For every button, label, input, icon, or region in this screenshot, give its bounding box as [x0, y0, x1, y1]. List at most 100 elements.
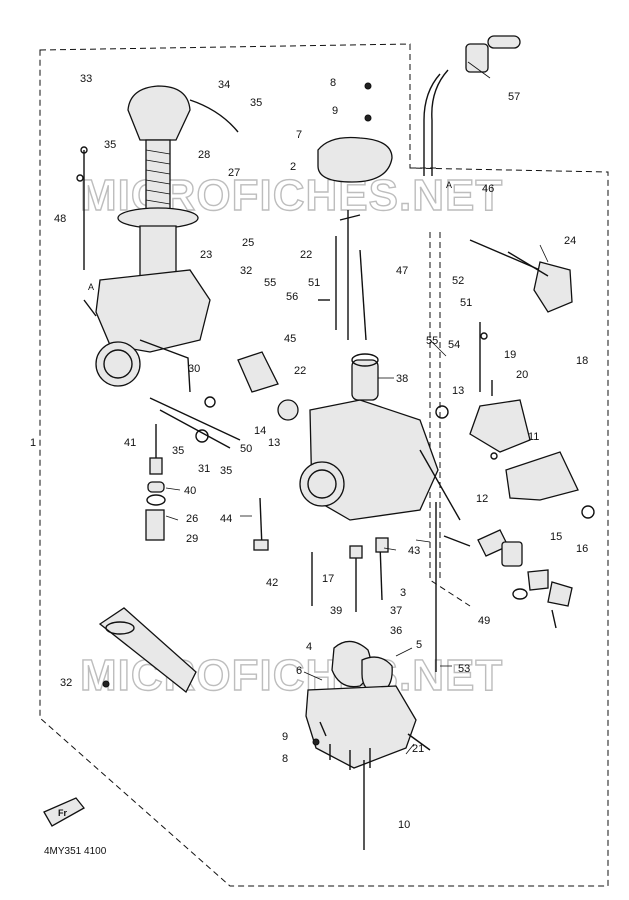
ref-letter-a-left: A	[88, 282, 94, 292]
callout-5: 5	[416, 639, 422, 651]
callout-8: 8	[330, 77, 336, 89]
diagram-code: 4MY351 4100	[44, 846, 107, 857]
callout-29: 29	[186, 533, 198, 545]
callout-19: 19	[504, 349, 516, 361]
callout-56: 56	[286, 291, 298, 303]
ref-letter-a-right: A	[446, 180, 452, 190]
callout-44: 44	[220, 513, 232, 525]
callout-7: 7	[296, 129, 302, 141]
callout-20: 20	[516, 369, 528, 381]
callout-51: 51	[460, 297, 472, 309]
frame-ref-1: 1	[30, 437, 36, 449]
carburetor-body-left	[83, 269, 211, 393]
callout-9: 9	[282, 731, 288, 743]
callout-31: 31	[198, 463, 210, 475]
callout-13: 13	[268, 437, 280, 449]
callout-18: 18	[576, 355, 588, 367]
callout-13: 13	[452, 385, 464, 397]
callout-36: 36	[390, 625, 402, 637]
left-small-parts	[145, 424, 166, 541]
callout-22: 22	[300, 249, 312, 261]
callout-24: 24	[564, 235, 576, 247]
callout-15: 15	[550, 531, 562, 543]
hose-clamp	[465, 43, 489, 73]
fr-label: Fr	[58, 808, 67, 818]
front-marker: Fr	[43, 797, 85, 827]
callout-2: 2	[290, 161, 296, 173]
callout-38: 38	[396, 373, 408, 385]
callout-43: 43	[408, 545, 420, 557]
callout-28: 28	[198, 149, 210, 161]
callout-32: 32	[240, 265, 252, 277]
callout-3: 3	[400, 587, 406, 599]
outlet-flange	[299, 461, 345, 507]
callout-50: 50	[240, 443, 252, 455]
callout-55: 55	[426, 335, 438, 347]
callout-11: 11	[528, 431, 539, 443]
callout-10: 10	[398, 819, 410, 831]
callout-57: 57	[508, 91, 520, 103]
callout-53: 53	[458, 663, 470, 675]
bracket-lower	[505, 451, 579, 501]
callout-35: 35	[250, 97, 262, 109]
callout-35: 35	[104, 139, 116, 151]
callout-23: 23	[200, 249, 212, 261]
callout-35: 35	[172, 445, 184, 457]
callout-12: 12	[476, 493, 488, 505]
callout-22: 22	[294, 365, 306, 377]
bowl-gasket-strip	[98, 607, 197, 694]
lower-left-strip	[98, 607, 197, 694]
intake-flange	[95, 341, 141, 387]
assembly-frame	[39, 43, 609, 887]
callout-46: 46	[482, 183, 494, 195]
float-bowl-group	[305, 640, 431, 850]
callout-9: 9	[332, 105, 338, 117]
callout-51: 51	[308, 277, 320, 289]
top-cover-group	[317, 82, 393, 183]
callout-14: 14	[254, 425, 266, 437]
chamber-cap	[127, 85, 191, 141]
callout-16: 16	[576, 543, 588, 555]
callout-42: 42	[266, 577, 278, 589]
callout-4: 4	[306, 641, 312, 653]
callout-8: 8	[282, 753, 288, 765]
callout-40: 40	[184, 485, 196, 497]
callout-17: 17	[322, 573, 334, 585]
callout-45: 45	[284, 333, 296, 345]
callout-37: 37	[390, 605, 402, 617]
top-cover	[317, 136, 393, 183]
starter-plunger	[351, 359, 379, 401]
fr-arrow	[43, 797, 85, 827]
callout-labels: 33 34 35 35 28 48 8 9 7 2 27 25 23 22 47…	[54, 73, 588, 831]
callout-39: 39	[330, 605, 342, 617]
right-linkage-group	[435, 239, 595, 519]
callout-6: 6	[296, 665, 302, 677]
cable-hose-group	[423, 35, 521, 176]
vacuum-chamber-group	[76, 85, 239, 284]
diaphragm	[117, 207, 199, 229]
callout-49: 49	[478, 615, 490, 627]
lower-right-parts	[443, 529, 573, 629]
callout-41: 41	[124, 437, 136, 449]
callout-52: 52	[452, 275, 464, 287]
callout-21: 21	[412, 743, 424, 755]
callout-33: 33	[80, 73, 92, 85]
callout-26: 26	[186, 513, 198, 525]
callout-30: 30	[188, 363, 200, 375]
carb-body	[95, 269, 211, 353]
callout-27: 27	[228, 167, 240, 179]
callout-34: 34	[218, 79, 230, 91]
callout-32: 32	[60, 677, 72, 689]
callout-47: 47	[396, 265, 408, 277]
bracket-upper	[469, 399, 531, 453]
callout-35: 35	[220, 465, 232, 477]
carburetor-body-right	[299, 210, 461, 521]
callout-54: 54	[448, 339, 460, 351]
leader-lines	[165, 61, 549, 755]
callout-48: 48	[54, 213, 66, 225]
callout-25: 25	[242, 237, 254, 249]
linkage-group	[149, 351, 299, 449]
callout-55: 55	[264, 277, 276, 289]
float-bowl	[305, 685, 417, 769]
